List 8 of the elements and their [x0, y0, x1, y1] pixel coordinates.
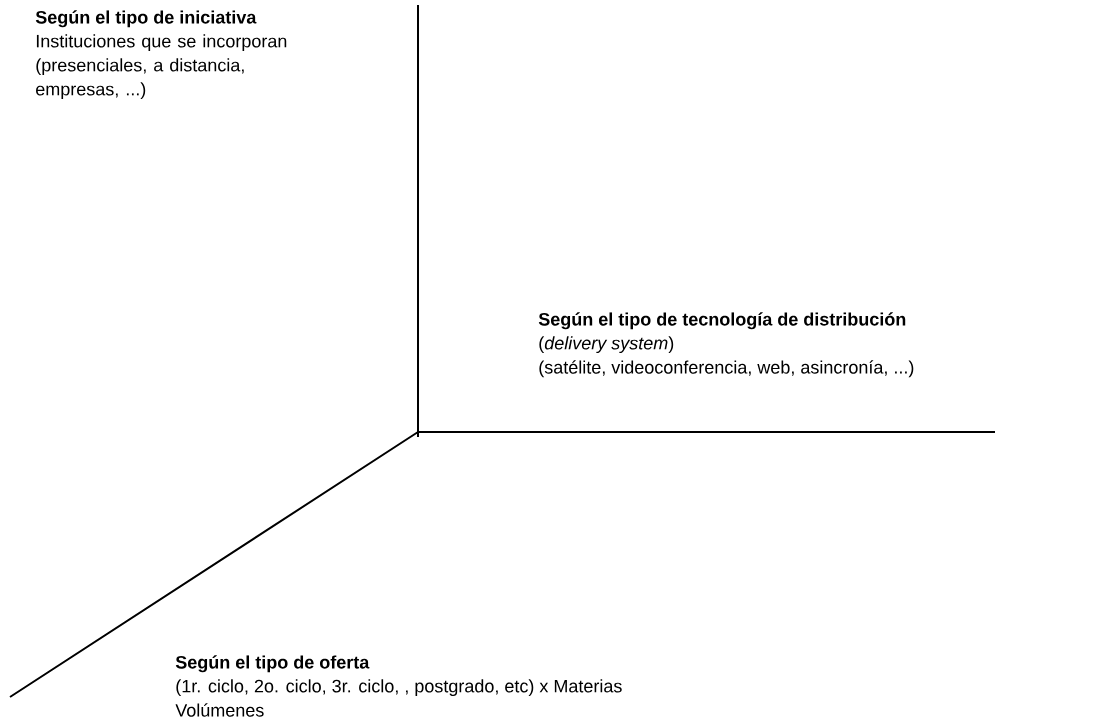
heading: Según el tipo de iniciativa — [35, 10, 257, 28]
heading: Según el tipo de tecnología de distribución — [538, 312, 906, 330]
heading: Según el tipo de oferta — [175, 655, 370, 673]
description: Instituciones que se incorporan (presenciales, a distancia, empresas, ...) — [36, 34, 287, 100]
description: (delivery system) — [539, 336, 674, 354]
description: Volúmenes — [175, 703, 264, 717]
description: (satélite, videoconferencia, web, asincronía, ...) — [539, 360, 914, 378]
description: (1r. ciclo, 2o. ciclo, 3r. ciclo, , postgrado, etc) x Materias — [176, 679, 622, 697]
